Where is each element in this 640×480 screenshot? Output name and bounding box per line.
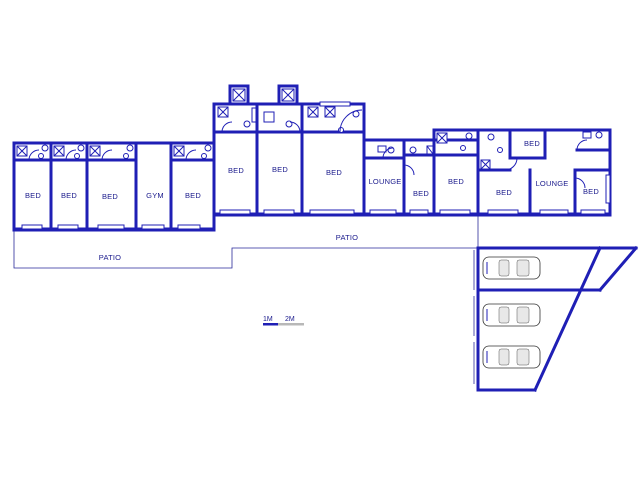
- scale-label-1m: 1M: [263, 316, 273, 323]
- parking-area: [473, 245, 639, 392]
- car-icon: [482, 256, 541, 280]
- room-label: GYM: [146, 191, 164, 200]
- room-label: BED: [448, 177, 464, 186]
- bathroom-fixtures: [16, 88, 603, 170]
- room-label: BED: [272, 165, 288, 174]
- windows: [21, 101, 611, 230]
- room-label: LOUNGE: [536, 179, 569, 188]
- patio-label: PATIO: [99, 253, 121, 262]
- patio-label: PATIO: [336, 233, 358, 242]
- room-label: BED: [25, 191, 41, 200]
- east-block-walls: [362, 128, 612, 217]
- room-label: BED: [185, 191, 201, 200]
- room-label: BED: [524, 139, 540, 148]
- room-label: BED: [326, 168, 342, 177]
- room-labels: BED BED BED GYM BED BED BED BED LOUNGE B…: [25, 139, 599, 262]
- room-label: BED: [228, 166, 244, 175]
- car-icon: [482, 303, 541, 327]
- room-label: BED: [583, 187, 599, 196]
- parking-cars: [482, 256, 541, 369]
- scale-label-2m: 2M: [285, 316, 295, 323]
- patio-outline: [13, 212, 479, 269]
- room-label: BED: [61, 191, 77, 200]
- room-label: BED: [413, 189, 429, 198]
- west-block-walls: [12, 141, 216, 232]
- car-icon: [482, 345, 541, 369]
- room-label: BED: [496, 188, 512, 197]
- room-label: LOUNGE: [369, 177, 402, 186]
- scale-bar: 1M 2M: [263, 316, 304, 326]
- room-label: BED: [102, 192, 118, 201]
- door-swings: [28, 121, 588, 189]
